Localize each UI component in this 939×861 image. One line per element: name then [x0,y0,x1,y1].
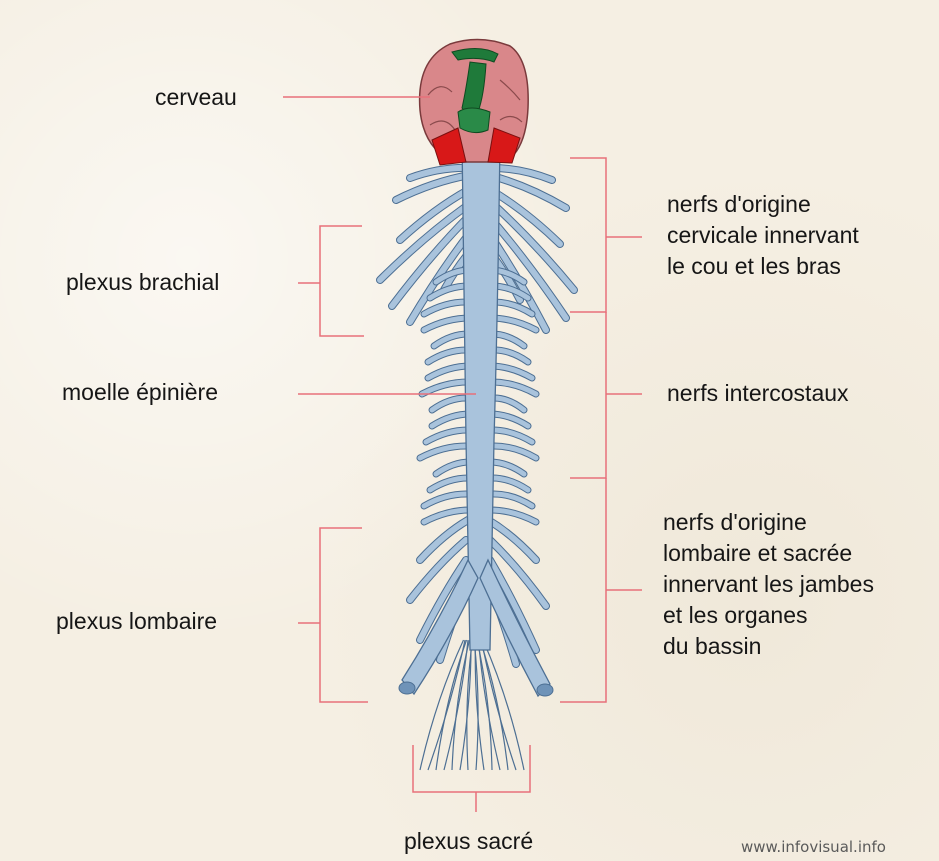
label-nerfs-cervicaux-line-2: cervicale innervant [667,220,859,251]
label-nerfs-cervicaux-line-3: le cou et les bras [667,251,859,282]
sacral-fiber [480,640,508,770]
label-plexus-sacre: plexus sacré [404,826,533,857]
sacral-fiber [467,640,473,770]
label-nerfs-lombaires-line-2: lombaire et sacrée [663,538,874,569]
watermark: www.infovisual.info [741,838,886,856]
left-trunk-end [399,682,415,694]
label-nerfs-cervicaux-line-1: nerfs d'origine [667,189,859,220]
brain [420,39,529,165]
label-nerfs-intercostaux: nerfs intercostaux [667,378,849,409]
right-trunk-end [537,684,553,696]
bracket-plexus-brachial [298,226,364,336]
label-nerfs-lombaires-line-5: du bassin [663,631,874,662]
bracket-nerfs-intercostaux [570,312,642,478]
sacral-fiber [475,640,484,770]
bracket-nerfs-lombaires [560,478,642,702]
label-plexus-lombaire: plexus lombaire [56,606,217,637]
label-nerfs-cervicaux: nerfs d'origine cervicale innervant le c… [667,189,859,282]
sacral-fiber [477,640,492,770]
label-plexus-brachial: plexus brachial [66,267,219,298]
label-nerfs-lombaires-line-4: et les organes [663,600,874,631]
bracket-plexus-lombaire [298,528,368,702]
left-sciatic-trunk [402,560,478,694]
label-nerfs-lombaires-line-1: nerfs d'origine [663,507,874,538]
label-nerfs-lombaires: nerfs d'origine lombaire et sacrée inner… [663,507,874,662]
bracket-nerfs-cervicaux [570,158,642,312]
label-moelle-epiniere: moelle épinière [62,377,218,408]
label-cerveau: cerveau [155,82,237,113]
label-nerfs-lombaires-line-3: innervant les jambes [663,569,874,600]
bracket-plexus-sacre [413,745,530,812]
